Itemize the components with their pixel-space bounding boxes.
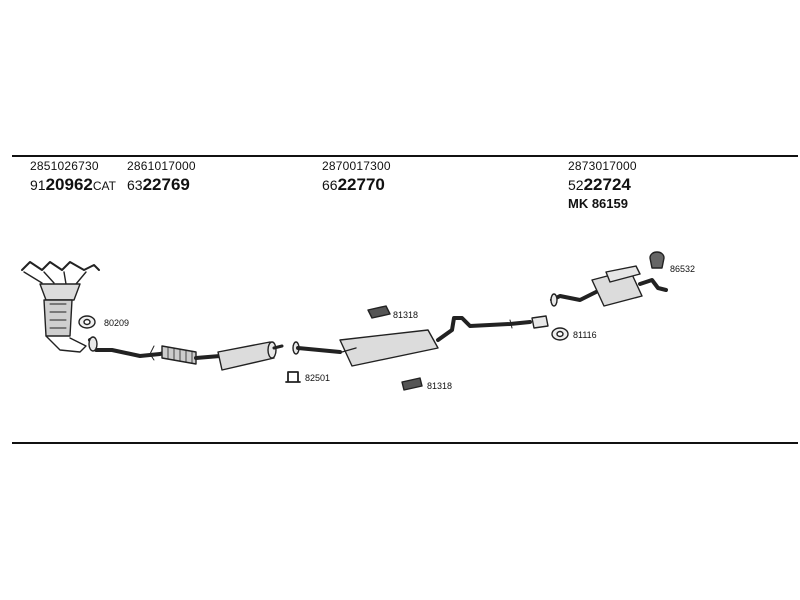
callout-mount-upper: 81318	[393, 310, 418, 320]
callout-gasket-front: 80209	[104, 318, 129, 328]
front-silencer	[217, 341, 284, 371]
oe-number: 2873017000	[568, 159, 637, 173]
middle-silencer	[339, 316, 532, 367]
clamp-middle	[285, 371, 301, 383]
top-divider	[12, 155, 798, 157]
callout-hanger-rear: 86532	[670, 264, 695, 274]
gasket-rear	[551, 327, 569, 341]
rubber-mount-lower	[401, 377, 423, 391]
callout-gasket-rear: 81116	[573, 330, 597, 340]
intermediate-pipe	[292, 341, 342, 355]
gasket-front	[78, 315, 96, 329]
rear-connector	[531, 315, 549, 329]
flex-pipe	[161, 345, 222, 365]
callout-mount-lower: 81318	[427, 381, 452, 391]
oe-number: 2870017300	[322, 159, 391, 173]
catalytic-converter-manifold	[21, 261, 100, 353]
front-pipe	[88, 336, 172, 361]
part-number: 5222724	[568, 175, 631, 194]
part-group-rear-silencer: 2873017000 5222724 MK 86159	[568, 160, 637, 210]
callout-clamp: 82501	[305, 373, 330, 383]
rubber-hanger-rear	[649, 251, 665, 269]
part-number: 9120962CAT	[30, 175, 116, 194]
part-number: 6322769	[127, 175, 190, 194]
mounting-kit-number: MK 86159	[568, 196, 628, 211]
rubber-mount-upper	[367, 305, 391, 319]
part-group-catalytic-converter: 2851026730 9120962CAT	[30, 160, 116, 194]
bottom-divider	[12, 442, 798, 444]
oe-number: 2851026730	[30, 159, 99, 173]
part-number: 6622770	[322, 175, 385, 194]
part-group-front-pipe: 2861017000 6322769	[127, 160, 196, 194]
rear-silencer	[550, 265, 668, 307]
part-group-middle-silencer: 2870017300 6622770	[322, 160, 391, 194]
oe-number: 2861017000	[127, 159, 196, 173]
